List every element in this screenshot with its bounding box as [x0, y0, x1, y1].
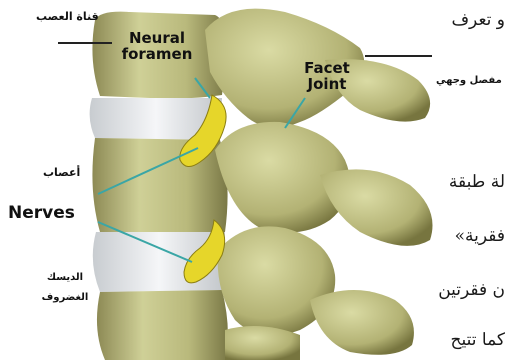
body-text-line-2: لة طبقة: [432, 172, 505, 192]
label-neural-foramen-line1: Neural: [112, 30, 202, 46]
label-disc-ar-line1: الديسك: [35, 268, 95, 288]
body-text-line-3: فقرية»: [440, 226, 505, 246]
vertebra-body-bottom: [97, 290, 228, 360]
label-disc-ar-line2: الغضروف: [35, 288, 95, 308]
label-nerves-en: Nerves: [8, 203, 75, 223]
body-text-line-5: كما تتيح: [432, 330, 505, 350]
body-text-line-1: و تعرف: [440, 10, 505, 30]
label-disc-ar: الديسك الغضروف: [35, 268, 95, 308]
label-nerves-ar: أعصاب: [43, 166, 80, 179]
label-facet-joint: Facet Joint: [292, 60, 362, 92]
label-neural-foramen: Neural foramen: [112, 30, 202, 62]
body-text-line-4: ن فقرتين: [430, 280, 505, 300]
label-facet-joint-ar: مفصل وجهي: [436, 75, 502, 86]
label-facet-joint-line1: Facet: [292, 60, 362, 76]
label-neural-foramen-line2: foramen: [112, 46, 202, 62]
spinous-process-middle: [320, 169, 433, 246]
label-facet-joint-line2: Joint: [292, 76, 362, 92]
label-neural-canal-ar: قناة العصب: [36, 10, 99, 23]
spinous-process-bottom: [310, 290, 414, 355]
